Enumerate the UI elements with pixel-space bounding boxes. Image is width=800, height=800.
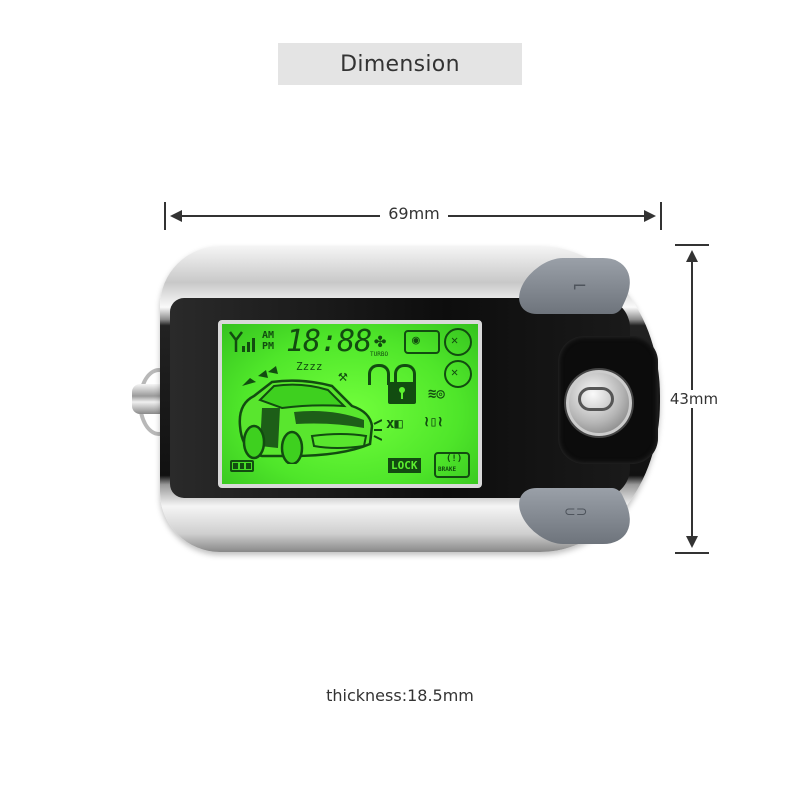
turbo-label: TURBO: [370, 351, 389, 358]
lock-indicator: LOCK: [388, 458, 421, 473]
battery-icon: [230, 460, 254, 472]
door-open-icon: [368, 364, 390, 385]
unlock-icon: ⊂⊃: [564, 504, 588, 520]
center-lock-button: [566, 370, 632, 436]
height-label: 43mm: [663, 390, 725, 408]
siren-icon: ≋◎: [428, 386, 445, 402]
width-line-left: [174, 215, 380, 217]
no-trunk-icon: ✕: [444, 328, 472, 356]
height-dimension: 43mm: [663, 244, 725, 554]
thickness-label: thickness:18.5mm: [326, 686, 474, 705]
arrow-down-icon: [686, 536, 698, 548]
height-tick-top: [675, 244, 709, 246]
width-label: 69mm: [388, 204, 440, 223]
car-icon: [238, 366, 382, 464]
padlock-icon: [388, 382, 416, 404]
no-hammer-icon: ✕: [444, 360, 472, 388]
remote-vibrate-icon: ≀▯≀: [424, 414, 443, 430]
width-dimension: 69mm: [164, 202, 662, 230]
width-tick-left: [164, 202, 166, 230]
padlock-shackle-icon: [394, 364, 416, 385]
lcd-screen: AM PM 18:88 ✤ TURBO ◉ ✕ ✕ Zzzz ⚒ ≋◎ x◧ ≀…: [218, 320, 482, 488]
antenna-signal-icon: [229, 331, 255, 352]
pm-indicator: PM: [262, 341, 275, 352]
lock-glyph-icon: [578, 387, 614, 411]
width-tick-right: [660, 202, 662, 230]
trunk-icon: ⌐: [572, 276, 588, 297]
arrow-right-icon: [644, 210, 656, 222]
fan-turbo-icon: ✤: [374, 328, 387, 352]
sleep-indicator: Zzzz: [296, 360, 323, 373]
key-fob-image: ⌐ ⊂⊃ AM PM 18:88 ✤ TURBO ◉ ✕ ✕ Zzzz ⚒: [130, 240, 670, 560]
clock-display: 18:88: [286, 324, 372, 359]
page-title: Dimension: [278, 43, 522, 85]
height-tick-bottom: [675, 552, 709, 554]
brake-icon: (!) BRAKE: [434, 452, 470, 478]
am-indicator: AM: [262, 330, 275, 341]
width-line-right: [448, 215, 652, 217]
eye-icon: ◉: [404, 330, 440, 354]
hammer-shock-icon: ⚒: [338, 366, 348, 385]
horn-mute-icon: x◧: [386, 416, 403, 432]
